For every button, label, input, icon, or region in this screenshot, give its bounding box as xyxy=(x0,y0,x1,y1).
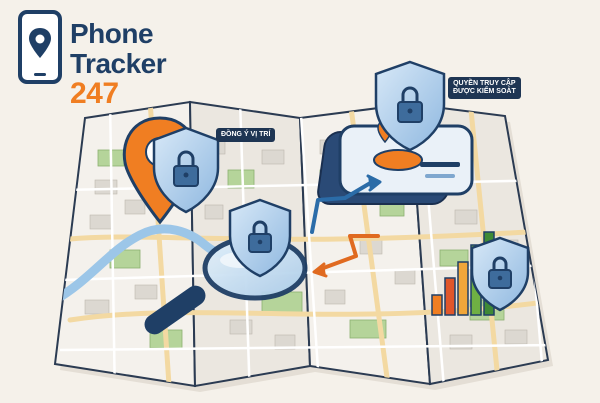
controlled-access-line2: ĐƯỢC KIỂM SOÁT xyxy=(453,88,516,96)
phone-pin-logo-icon xyxy=(18,10,62,84)
shield-lock-icon xyxy=(152,126,220,214)
location-consent-text: ĐỒNG Ý VỊ TRÍ xyxy=(221,131,271,138)
shield-lock-icon xyxy=(228,198,292,278)
shield-lock-icon xyxy=(374,60,446,152)
controlled-access-line1: QUYỀN TRUY CẬP xyxy=(453,80,516,87)
route-arrow-icon xyxy=(310,174,382,278)
logo-line-phone: Phone xyxy=(70,18,154,49)
controlled-access-label: QUYỀN TRUY CẬP ĐƯỢC KIỂM SOÁT xyxy=(448,77,521,100)
brand-logo: Phone Tracker 247 xyxy=(18,10,178,109)
shield-lock-icon xyxy=(470,236,530,312)
logo-line-247: 247 xyxy=(70,77,119,110)
logo-line-tracker: Tracker xyxy=(70,48,167,79)
location-consent-label: ĐỒNG Ý VỊ TRÍ xyxy=(216,128,276,143)
logo-wordmark: Phone Tracker 247 xyxy=(70,18,167,110)
